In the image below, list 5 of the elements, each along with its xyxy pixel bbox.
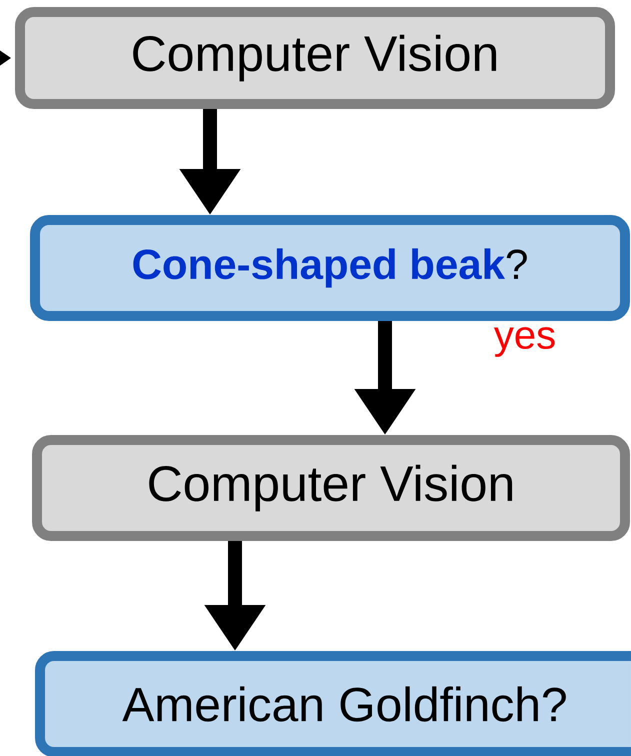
question-box: American Goldfinch? [35, 651, 631, 756]
edge-label: yes [494, 327, 555, 357]
question-box: Cone-shaped beak? [30, 215, 630, 321]
process-box: Computer Vision [15, 7, 615, 109]
process-box: Computer Vision [32, 435, 630, 541]
